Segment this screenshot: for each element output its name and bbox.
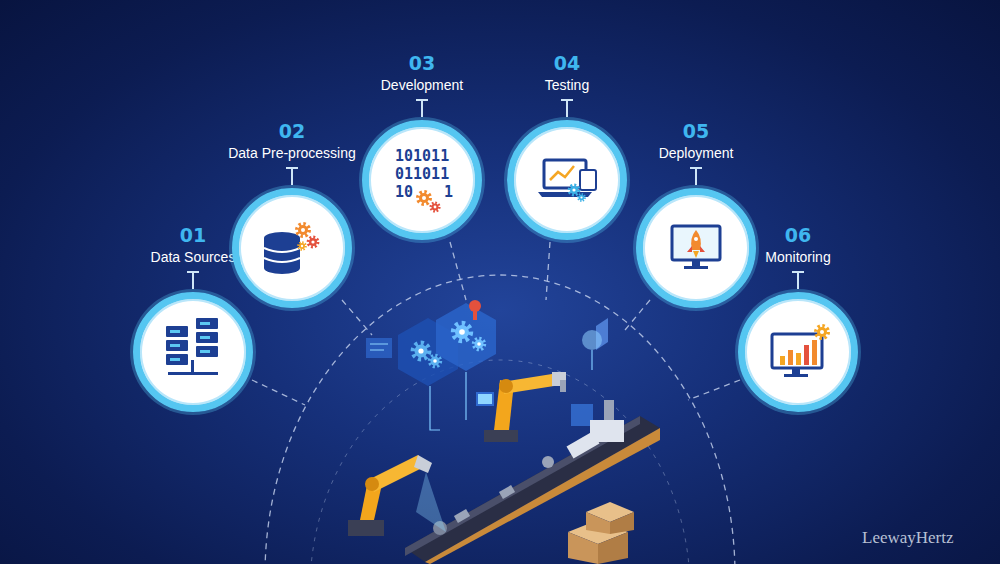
step-circle xyxy=(232,188,352,308)
step-circle xyxy=(636,188,756,308)
binary-digits: 101011 xyxy=(395,148,449,165)
binary-digits: 10 xyxy=(395,184,413,201)
step-label: Data Sources xyxy=(151,248,236,266)
step-label: Testing xyxy=(545,76,589,94)
leader-stem xyxy=(566,99,568,117)
step-number: 06 xyxy=(785,224,811,246)
process-step: 02Data Pre-processing xyxy=(227,120,357,308)
step-label: Data Pre-processing xyxy=(228,144,356,162)
step-circle xyxy=(507,120,627,240)
leader-stem xyxy=(421,99,423,117)
step-number: 04 xyxy=(554,52,580,74)
leader-stem xyxy=(192,271,194,289)
step-label: Monitoring xyxy=(765,248,830,266)
leader-stem xyxy=(695,167,697,185)
process-step: 04Testing xyxy=(502,52,632,240)
step-number: 01 xyxy=(180,224,206,246)
binary-digits: 011011 xyxy=(395,166,449,183)
leader-stem xyxy=(797,271,799,289)
process-step: 06Monitoring xyxy=(733,224,863,412)
step-label: Deployment xyxy=(659,144,734,162)
step-circle xyxy=(738,292,858,412)
step-number: 05 xyxy=(683,120,709,142)
step-circle xyxy=(133,292,253,412)
binary-digits: 1 xyxy=(444,184,453,201)
step-number: 02 xyxy=(279,120,305,142)
leader-stem xyxy=(291,167,293,185)
process-step: 05Deployment xyxy=(631,120,761,308)
process-step: 03Development xyxy=(357,52,487,240)
step-label: Development xyxy=(381,76,464,94)
watermark: LeewayHertz xyxy=(862,528,954,548)
step-number: 03 xyxy=(409,52,435,74)
